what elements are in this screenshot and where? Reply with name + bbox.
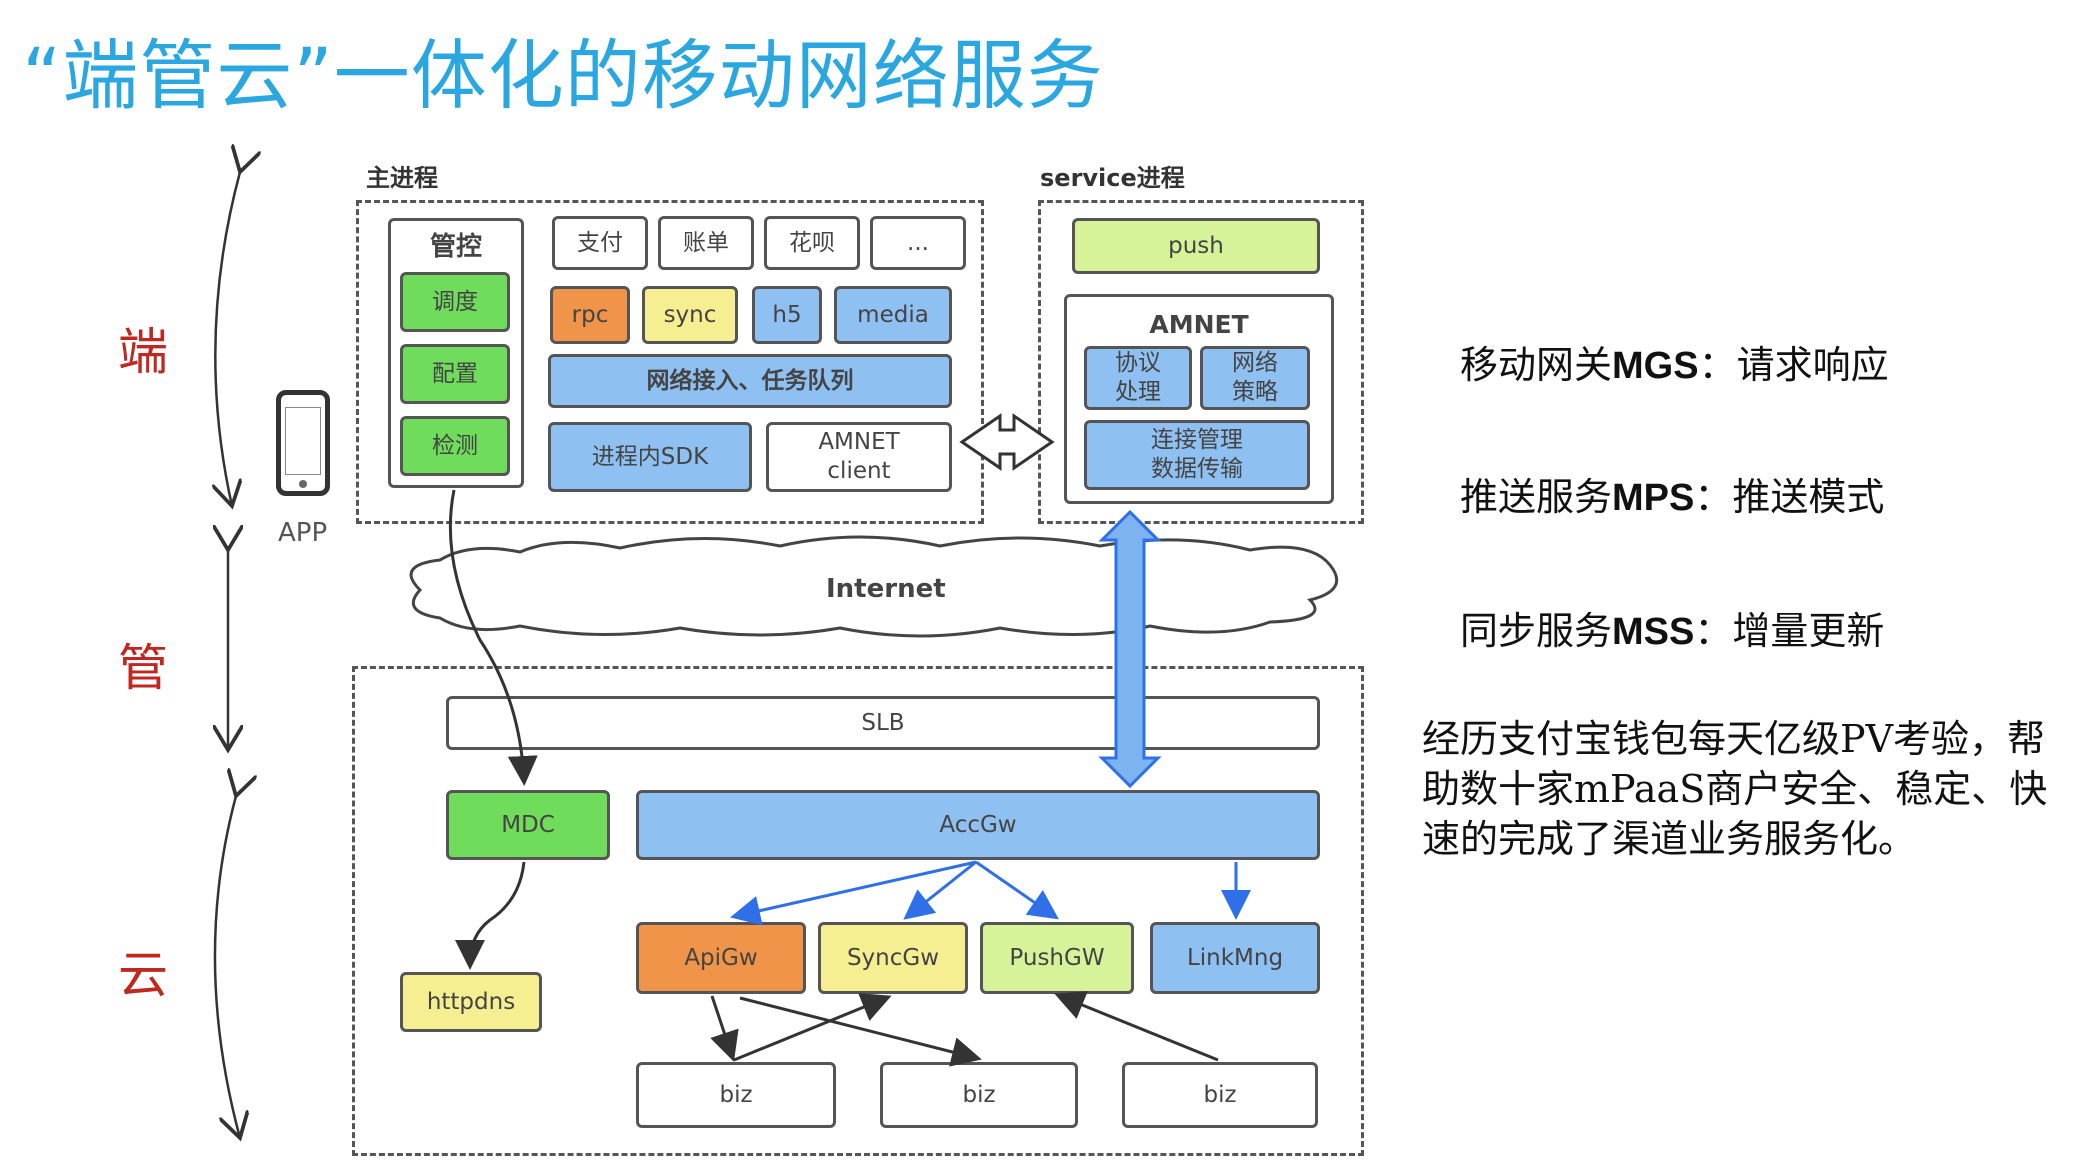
- apigw-box: ApiGw: [636, 922, 806, 994]
- service-mps: 推送服务MPS：推送模式: [1460, 466, 1884, 521]
- page-title: “端管云”一体化的移动网络服务: [22, 31, 1104, 120]
- biz-box-2: biz: [880, 1062, 1078, 1128]
- biz-box-3: biz: [1122, 1062, 1318, 1128]
- control-title: 管控: [429, 232, 482, 262]
- app-label: APP: [278, 518, 328, 548]
- side-label-duan: 端: [118, 323, 168, 381]
- control-item-schedule: 调度: [400, 272, 510, 332]
- cloud-container: [352, 666, 1364, 1156]
- service-mps-name: 推送服务: [1460, 475, 1613, 519]
- service-process-container: [1038, 200, 1364, 524]
- internet-cloud-shape: [409, 535, 1339, 638]
- service-mgs-desc: 请求响应: [1736, 343, 1889, 387]
- service-process-label: service进程: [1040, 164, 1185, 192]
- control-item-detect: 检测: [400, 416, 510, 476]
- business-tab-huabei: 花呗: [764, 216, 860, 270]
- service-mss: 同步服务MSS：增量更新: [1460, 600, 1884, 655]
- network-queue: 网络接入、任务队列: [548, 354, 952, 408]
- business-tab-more: ...: [870, 216, 966, 270]
- service-mss-code: MSS: [1612, 611, 1695, 653]
- business-tab-bill: 账单: [658, 216, 754, 270]
- phone-icon: [276, 390, 330, 496]
- slb-box: SLB: [446, 696, 1320, 750]
- in-process-sdk: 进程内SDK: [548, 422, 752, 492]
- service-mps-code: MPS: [1612, 477, 1695, 519]
- service-mss-desc: 增量更新: [1732, 609, 1885, 653]
- service-mgs-code: MGS: [1612, 345, 1699, 387]
- range-arrow-duan: [215, 172, 240, 506]
- side-label-guan: 管: [118, 639, 168, 697]
- accgw-box: AccGw: [636, 790, 1320, 860]
- pushgw-box: PushGW: [980, 922, 1134, 994]
- ipc-double-arrow: [959, 413, 1055, 471]
- protocol-rpc: rpc: [550, 286, 630, 344]
- protocol-sync: sync: [642, 286, 738, 344]
- amnet-accgw-arrow: [1098, 509, 1162, 789]
- mdc-box: MDC: [446, 790, 610, 860]
- protocol-handling: 协议 处理: [1084, 346, 1192, 410]
- service-mss-sep: ：: [1694, 609, 1733, 653]
- network-policy: 网络 策略: [1200, 346, 1310, 410]
- protocol-h5: h5: [752, 286, 822, 344]
- service-mps-desc: 推送模式: [1732, 475, 1885, 519]
- service-mss-name: 同步服务: [1460, 609, 1613, 653]
- amnet-title: AMNET: [1149, 310, 1249, 339]
- main-process-container: [356, 200, 984, 524]
- service-mps-sep: ：: [1694, 475, 1733, 519]
- amnet-client: AMNET client: [766, 422, 952, 492]
- main-process-label: 主进程: [366, 164, 438, 192]
- summary-paragraph: 经历支付宝钱包每天亿级PV考验，帮助数十家mPaaS商户安全、稳定、快速的完成了…: [1422, 717, 2048, 861]
- internet-label: Internet: [826, 574, 946, 604]
- range-arrow-yun: [213, 796, 240, 1138]
- service-mgs-sep: ：: [1698, 343, 1737, 387]
- push-box: push: [1072, 218, 1320, 274]
- linkmng-box: LinkMng: [1150, 922, 1320, 994]
- control-item-config: 配置: [400, 344, 510, 404]
- side-label-yun: 云: [118, 946, 168, 1004]
- service-mgs-name: 移动网关: [1460, 343, 1613, 387]
- protocol-media: media: [834, 286, 952, 344]
- httpdns-box: httpdns: [400, 972, 542, 1032]
- service-mgs: 移动网关MGS：请求响应: [1460, 334, 1889, 389]
- syncgw-box: SyncGw: [818, 922, 968, 994]
- biz-box-1: biz: [636, 1062, 836, 1128]
- business-tab-pay: 支付: [552, 216, 648, 270]
- conn-mgmt: 连接管理 数据传输: [1084, 420, 1310, 490]
